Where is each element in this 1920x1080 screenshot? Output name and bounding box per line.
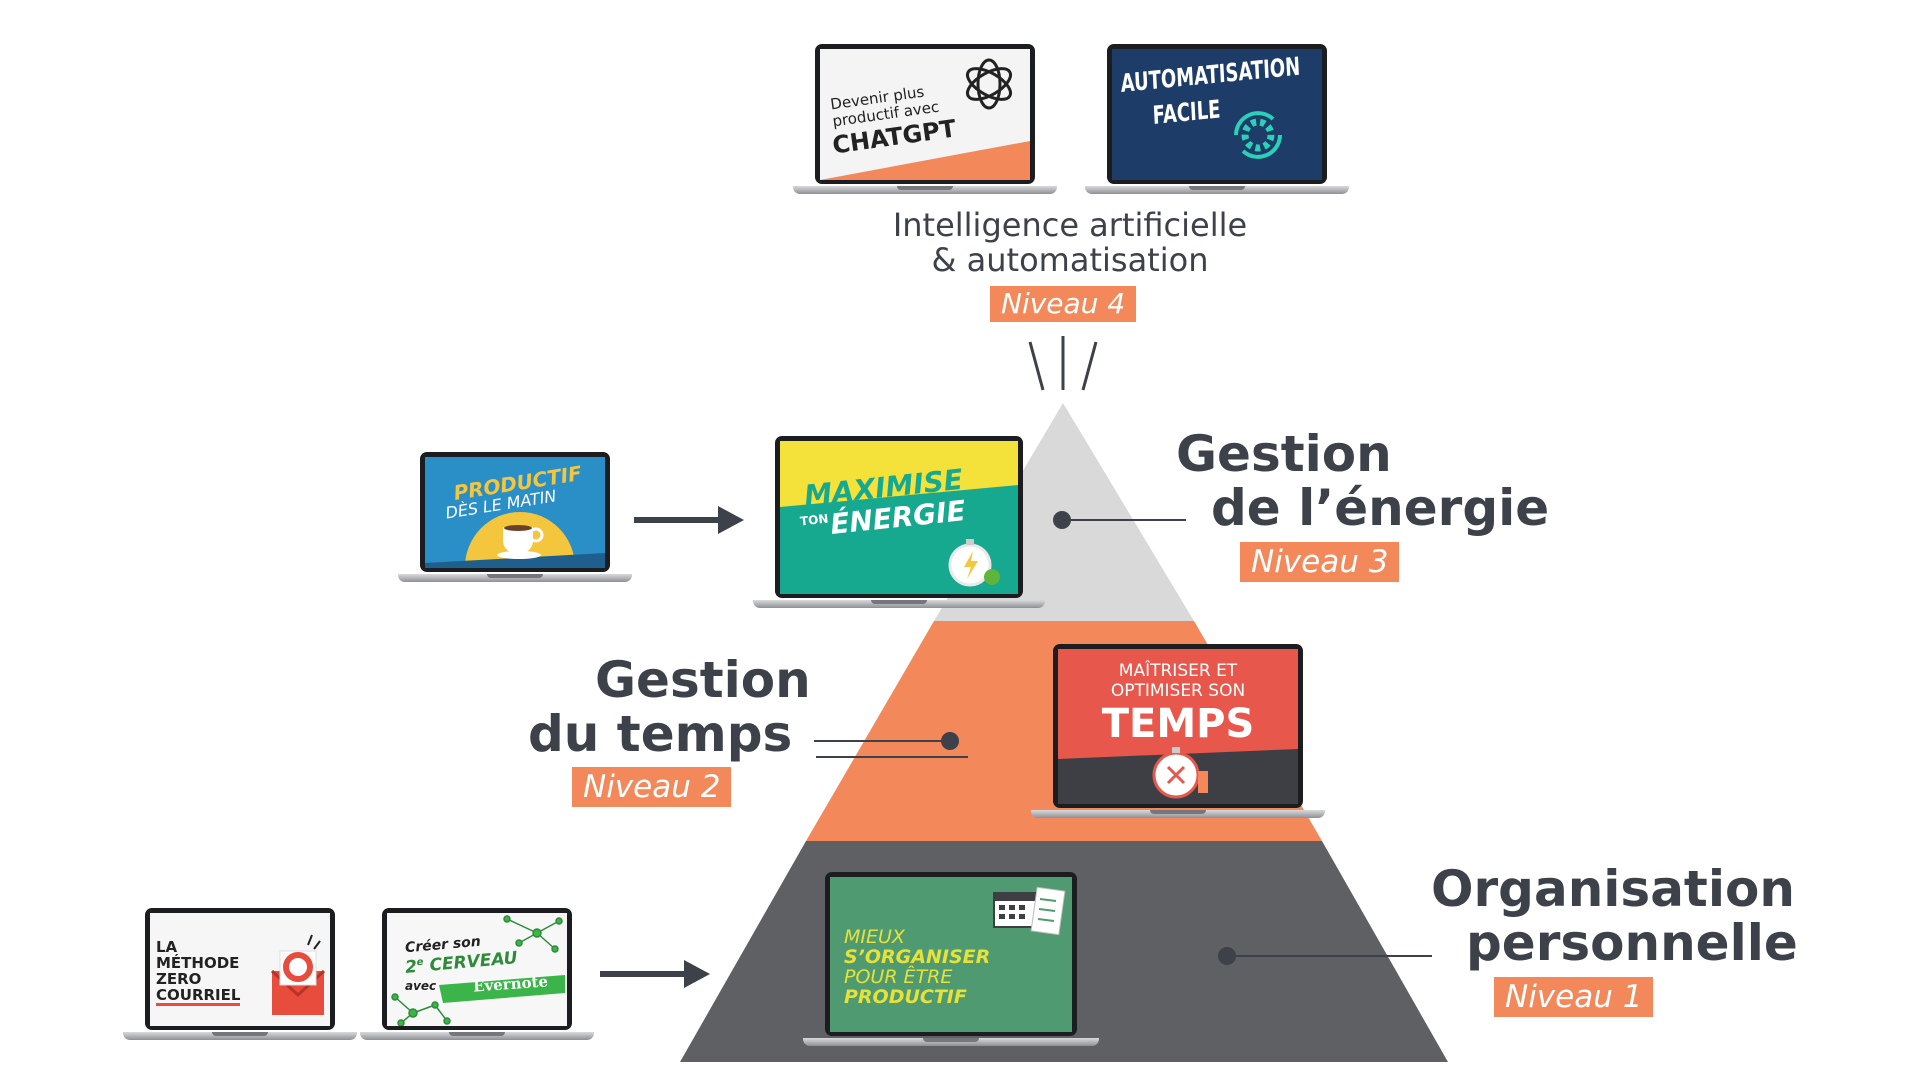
level-4-badge: Niveau 4: [990, 286, 1137, 322]
ray-left: [1028, 341, 1045, 391]
laptop-organiser[interactable]: MIEUX S’ORGANISER POUR ÊTRE PRODUCTIF: [803, 872, 1099, 1046]
network-icon: [391, 915, 565, 1026]
level-1-badge: Niveau 1: [1494, 977, 1654, 1017]
laptop-chatgpt[interactable]: Devenir plus productif avec CHATGPT: [793, 44, 1057, 194]
level-2-title-line1: Gestion: [595, 651, 811, 709]
level-4-title: Intelligence artificielle & automatisati…: [800, 208, 1340, 278]
coffee-cup-icon: [497, 525, 544, 559]
lightning-stopwatch-icon: [948, 539, 1000, 587]
course-cover-productif-matin: PRODUCTIF DÈS LE MATIN: [425, 457, 605, 568]
level-1-title-line1: Organisation: [1431, 860, 1795, 918]
temps-line1: MAÎTRISER ET: [1118, 661, 1238, 681]
arrow-level-3-head: [718, 506, 744, 534]
level-3-badge: Niveau 3: [1240, 542, 1400, 582]
level-4-title-line2: & automatisation: [931, 241, 1209, 279]
laptop-zero-courriel[interactable]: LA MÉTHODE ZERO COURRIEL: [123, 908, 357, 1040]
cerveau-line4: avec: [405, 979, 437, 993]
gear-cycle-icon: [1234, 111, 1282, 159]
course-cover-automatisation: AUTOMATISATION FACILE: [1112, 49, 1322, 180]
level-3-title-line1: Gestion: [1176, 425, 1392, 483]
level-2-title-line2: du temps: [528, 705, 793, 763]
level-1-title-line2: personnelle: [1466, 914, 1798, 972]
level-2-badge: Niveau 2: [572, 767, 732, 807]
course-cover-energie: MAXIMISE TON ÉNERGIE: [780, 441, 1018, 594]
course-cover-cerveau: Créer son 2e CERVEAU avec Evernote: [387, 913, 567, 1026]
temps-line2: OPTIMISER SON: [1110, 681, 1246, 701]
automatisation-line1: AUTOMATISATION: [1120, 51, 1301, 98]
organiser-line1: MIEUX: [844, 926, 905, 948]
course-cover-zero-courriel: LA MÉTHODE ZERO COURRIEL: [150, 913, 330, 1026]
ray-right: [1081, 341, 1098, 391]
laptop-cerveau[interactable]: Créer son 2e CERVEAU avec Evernote: [360, 908, 594, 1040]
course-cover-chatgpt: Devenir plus productif avec CHATGPT: [820, 49, 1030, 180]
laptop-productif-matin[interactable]: PRODUCTIF DÈS LE MATIN: [398, 452, 632, 582]
openai-logo-icon: [966, 58, 1012, 110]
laptop-temps[interactable]: MAÎTRISER ET OPTIMISER SON TEMPS: [1031, 644, 1325, 818]
automatisation-line2: FACILE: [1152, 94, 1222, 130]
level-3-title-line2: de l’énergie: [1211, 479, 1550, 537]
zero-courriel-line1: LA: [156, 938, 178, 956]
energie-line2: TON: [799, 511, 830, 529]
zero-courriel-line4: COURRIEL: [156, 986, 241, 1006]
course-cover-temps: MAÎTRISER ET OPTIMISER SON TEMPS: [1058, 649, 1298, 804]
stopwatch-icon: [1152, 747, 1208, 799]
envelope-icon: [270, 934, 326, 1015]
zero-courriel-line3: ZERO: [156, 970, 202, 988]
organiser-line4: PRODUCTIF: [844, 986, 967, 1008]
arrow-level-1-head: [684, 960, 710, 988]
zero-courriel-line2: MÉTHODE: [156, 954, 240, 972]
cerveau-sup: e: [416, 956, 424, 969]
temps-line3: TEMPS: [1101, 701, 1255, 747]
organiser-line3: POUR ÊTRE: [844, 966, 953, 988]
level-4-title-line1: Intelligence artificielle: [892, 206, 1248, 244]
organiser-line2: S’ORGANISER: [844, 946, 991, 968]
course-cover-organiser: MIEUX S’ORGANISER POUR ÊTRE PRODUCTIF: [830, 877, 1072, 1032]
laptop-energie[interactable]: MAXIMISE TON ÉNERGIE: [753, 436, 1045, 608]
laptop-automatisation[interactable]: AUTOMATISATION FACILE: [1085, 44, 1349, 194]
calendar-checklist-icon: [993, 886, 1066, 936]
